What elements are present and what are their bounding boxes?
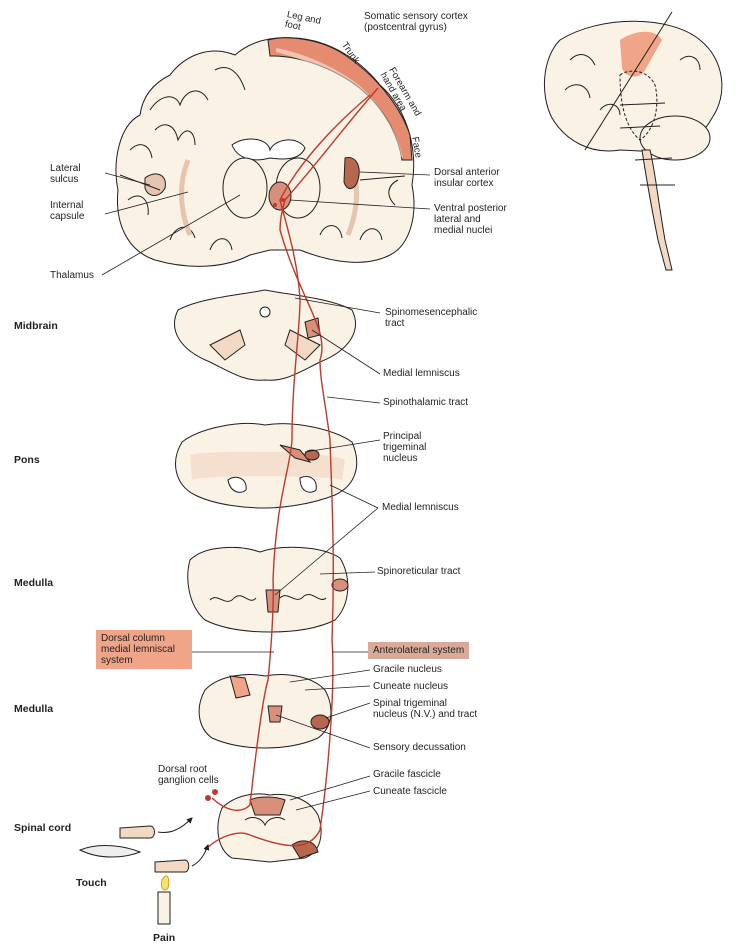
level-spinal-cord: Spinal cord bbox=[14, 822, 72, 834]
medial-lemniscus-label-2: Medial lemniscus bbox=[382, 502, 459, 513]
principal-trigeminal-label: Principal trigeminal nucleus bbox=[383, 431, 427, 464]
dorsal-column-system-label: Dorsal column medial lemniscal system bbox=[96, 630, 192, 669]
touch-stimulus bbox=[78, 825, 155, 858]
midbrain-section bbox=[174, 289, 356, 381]
dorsal-column-pathway bbox=[211, 94, 371, 812]
spinothalamic-label: Spinothalamic tract bbox=[383, 397, 469, 408]
medulla-lower-section bbox=[198, 674, 332, 749]
pain-label: Pain bbox=[153, 932, 176, 944]
spinoreticular-label: Spinoreticular tract bbox=[377, 566, 461, 577]
cuneate-nucleus-label: Cuneate nucleus bbox=[373, 681, 449, 692]
level-midbrain: Midbrain bbox=[14, 320, 58, 332]
sensory-decussation-label: Sensory decussation bbox=[373, 742, 466, 753]
gracile-fascicle-label: Gracile fascicle bbox=[373, 769, 441, 780]
lateral-brain-view bbox=[543, 11, 723, 271]
vpl-vpm-label: Ventral posterior lateral and medial nuc… bbox=[434, 203, 507, 236]
level-medulla-lower: Medulla bbox=[14, 703, 54, 715]
gracile-nucleus-label: Gracile nucleus bbox=[373, 664, 442, 675]
coronal-brain-section bbox=[115, 37, 415, 267]
spinal-trigeminal-label: Spinal trigeminal nucleus (N.V.) and tra… bbox=[373, 698, 478, 720]
somatic-sensory-cortex-label: Somatic sensory cortex (postcentral gyru… bbox=[364, 11, 468, 33]
lateral-sulcus-label: Lateral sulcus bbox=[50, 163, 81, 185]
pain-stimulus bbox=[154, 859, 190, 925]
neural-pathways bbox=[204, 87, 379, 851]
leader-lines bbox=[101, 171, 431, 811]
spinal-cord-section bbox=[217, 793, 322, 863]
anterolateral-pathway bbox=[204, 87, 379, 851]
medulla-upper-section bbox=[187, 546, 349, 633]
pons-section bbox=[175, 423, 358, 509]
touch-label: Touch bbox=[76, 877, 107, 889]
anterolateral-system-label: Anterolateral system bbox=[368, 642, 470, 659]
dorsal-root-ganglion-label: Dorsal root ganglion cells bbox=[158, 764, 219, 786]
pointer-arrows bbox=[157, 817, 210, 867]
level-pons: Pons bbox=[14, 454, 40, 466]
dorsal-anterior-insular-label: Dorsal anterior insular cortex bbox=[434, 167, 500, 189]
internal-capsule-label: Internal capsule bbox=[50, 200, 85, 222]
drg-cells bbox=[205, 198, 285, 801]
cuneate-fascicle-label: Cuneate fascicle bbox=[373, 786, 447, 797]
thalamus-label: Thalamus bbox=[50, 270, 94, 281]
level-medulla-upper: Medulla bbox=[14, 577, 54, 589]
spinomesencephalic-label: Spinomesencephalic tract bbox=[385, 307, 478, 329]
medial-lemniscus-label-1: Medial lemniscus bbox=[383, 368, 460, 379]
